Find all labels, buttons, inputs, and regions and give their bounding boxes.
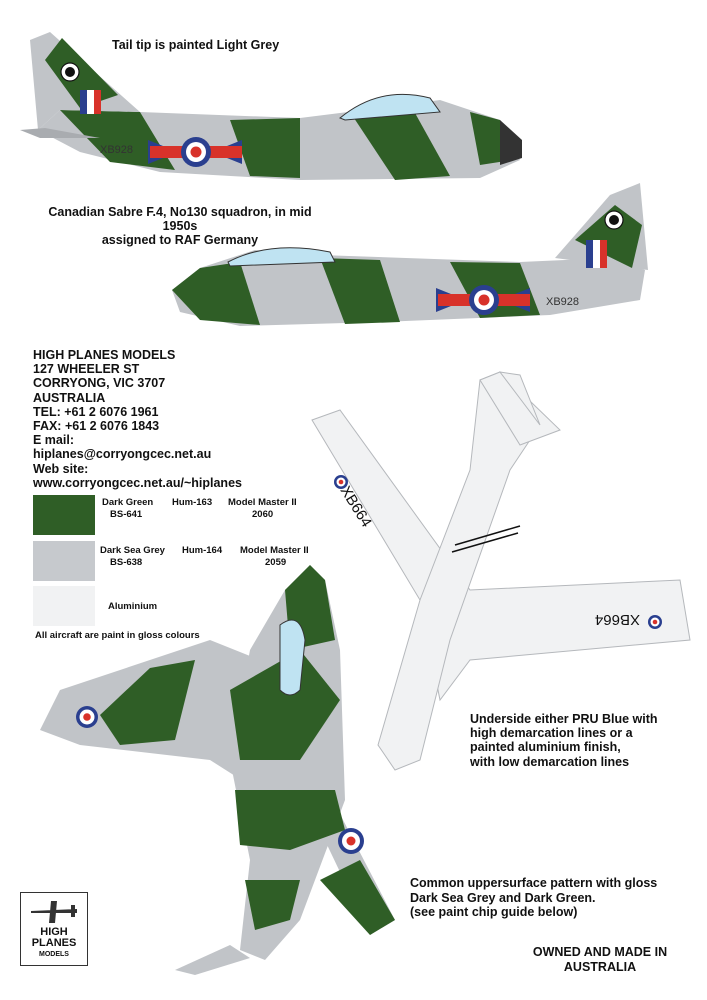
- owned-line-1: OWNED AND MADE IN: [532, 945, 668, 959]
- owned-line-2: AUSTRALIA: [563, 959, 637, 974]
- underside-line-3: painted aluminium finish,: [470, 740, 621, 755]
- serial-underside-right: XB664: [595, 611, 640, 628]
- underside-line-2: high demarcation lines or a: [470, 726, 633, 741]
- web-label: Web site:: [33, 461, 89, 476]
- uppersurface-caption: Common uppersurface pattern with gloss D…: [410, 876, 657, 920]
- side-profile-top: XB928: [20, 32, 522, 180]
- upper-line-2: Dark Sea Grey and Dark Green.: [410, 890, 596, 905]
- phone: TEL: +61 2 6076 1961: [33, 404, 159, 419]
- subject-line-2: assigned to RAF Germany: [101, 233, 259, 247]
- chip-dark-green-hum: Hum-163: [172, 497, 213, 508]
- serial-top: XB928: [100, 144, 133, 156]
- town: CORRYONG, VIC 3707: [33, 376, 166, 391]
- logo-line-2: PLANES: [31, 937, 77, 949]
- high-planes-logo: HIGH PLANES MODELS: [20, 892, 88, 966]
- logo-line-1: HIGH: [40, 926, 68, 938]
- underside-line-1: Underside either PRU Blue with: [470, 712, 658, 726]
- side-profile-bottom: XB928: [172, 183, 648, 326]
- svg-text:XB928: XB928: [546, 296, 579, 308]
- company-name: HIGH PLANES MODELS: [33, 348, 176, 362]
- subject-line-1: Canadian Sabre F.4, No130 squadron, in m…: [48, 205, 312, 233]
- underside-planform: XB664 XB664: [311, 371, 691, 771]
- subject-caption: Canadian Sabre F.4, No130 squadron, in m…: [30, 205, 330, 247]
- tail-tip-caption: Tail tip is painted Light Grey: [112, 38, 280, 52]
- chip-dark-sea-grey: [33, 541, 95, 581]
- gloss-note: All aircraft are paint in gloss colours: [35, 630, 200, 641]
- chip-dark-green-mm-code: 2060: [252, 509, 274, 520]
- logo-line-3: MODELS: [39, 951, 69, 958]
- underside-line-4: with low demarcation lines: [470, 754, 630, 769]
- plane-icon: [31, 901, 77, 923]
- chip-dark-green-bs: BS-641: [110, 509, 143, 520]
- chip-dark-sea-grey-bs: BS-638: [110, 557, 143, 568]
- owned-caption: OWNED AND MADE IN AUSTRALIA: [520, 945, 680, 974]
- chip-dark-green: [33, 495, 95, 535]
- chip-aluminium-name: Aluminium: [108, 601, 158, 612]
- chip-dark-green-mm: Model Master II: [228, 497, 297, 508]
- chip-aluminium: [33, 586, 95, 626]
- email-label: E mail:: [33, 433, 74, 448]
- fax: FAX: +61 2 6076 1843: [33, 419, 160, 434]
- underside-caption: Underside either PRU Blue with high dema…: [470, 712, 658, 769]
- upper-line-3: (see paint chip guide below): [410, 905, 578, 919]
- contact-block: HIGH PLANES MODELS 127 WHEELER ST CORRYO…: [33, 348, 242, 490]
- web-link[interactable]: www.corryongcec.net.au/~hiplanes: [33, 475, 242, 490]
- chip-dark-green-name: Dark Green: [102, 497, 154, 508]
- chip-dark-sea-grey-mm: Model Master II: [240, 545, 309, 556]
- street: 127 WHEELER ST: [33, 362, 140, 377]
- chip-dark-sea-grey-hum: Hum-164: [182, 545, 223, 556]
- chip-dark-sea-grey-mm-code: 2059: [265, 557, 287, 568]
- email-link[interactable]: hiplanes@corryongcec.net.au: [33, 447, 212, 462]
- upper-line-1: Common uppersurface pattern with gloss: [410, 876, 658, 890]
- chip-dark-sea-grey-name: Dark Sea Grey: [100, 545, 165, 556]
- country: AUSTRALIA: [33, 390, 106, 405]
